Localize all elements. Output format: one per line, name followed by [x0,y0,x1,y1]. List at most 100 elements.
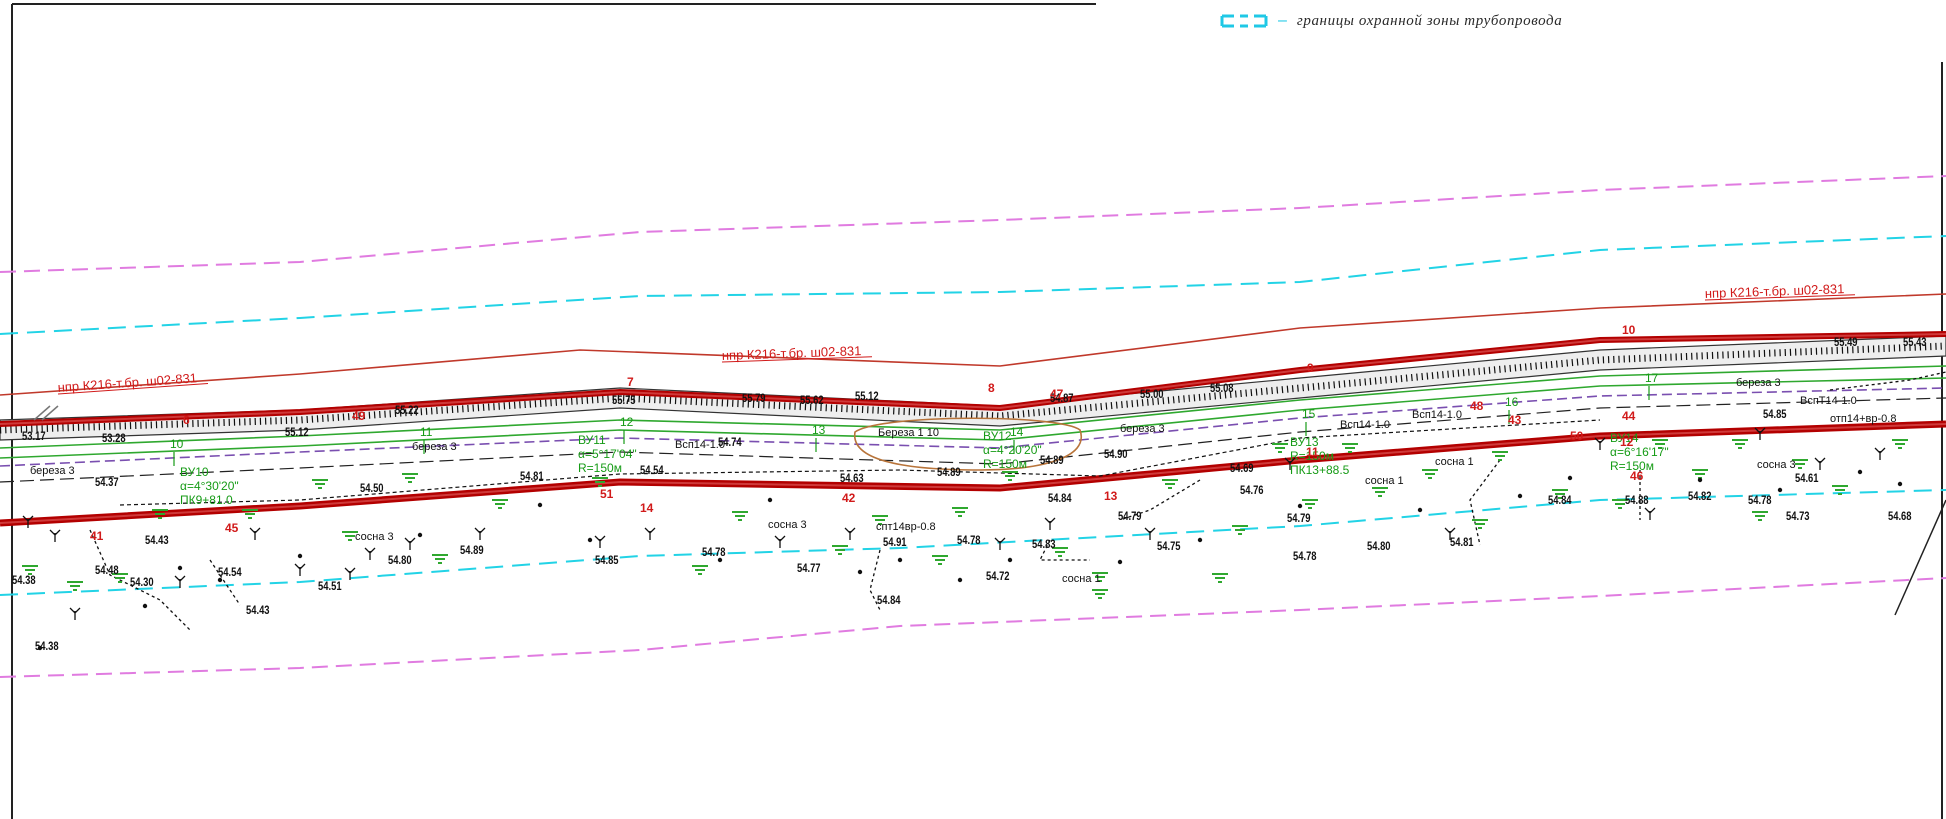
grass-mark [1472,519,1488,529]
grass-mark [67,581,83,591]
elevation-label: 54.82 [1688,490,1712,503]
tree-symbol [404,537,416,550]
grass-mark [872,515,888,525]
tree-symbol [844,527,856,540]
tree-symbol [1444,527,1456,540]
outer-zone-boundaries [0,175,1946,678]
red-point-label: 51 [600,487,614,501]
elevation-label: 54.85 [1763,408,1787,421]
tree-symbol [474,527,486,540]
grass-mark [932,555,948,565]
vegetation-label: береза 3 [412,441,457,453]
tree-symbol [69,607,81,620]
grass-mark [1002,471,1018,481]
elevation-label: 54.68 [1888,510,1912,523]
tree-symbol [1044,517,1056,530]
elevation-label: 54.38 [12,574,36,587]
elevation-label: 54.48 [95,564,119,577]
elevation-label: 54.78 [1748,494,1772,507]
survey-point-dot [1897,481,1903,487]
elevation-label: 55.49 [1834,336,1858,349]
grass-mark [952,507,968,517]
survey-point-dot [1007,557,1013,563]
elevation-label: 54.54 [218,566,242,579]
picket-label: ВспТ14-1.0 [1800,395,1857,407]
elevation-label: 54.77 [797,562,821,575]
elevation-label: 54.79 [1118,510,1142,523]
elevation-label: 55.08 [1210,382,1234,395]
elevation-label: 54.37 [95,476,119,489]
curve-labels: ВУ10α=4°30'20"ПК9+81.0ВУ11α=5°17'04"R=15… [180,429,1669,507]
red-point-label: 12 [1620,435,1634,449]
grass-mark [1212,573,1228,583]
legend-label: границы охранной зоны трубопровода [1296,12,1563,29]
red-point-label: 49 [352,409,366,423]
survey-point-dot [177,565,183,571]
red-point-label: 14 [640,501,654,515]
tree-symbol [1284,457,1296,470]
elevation-label: 54.89 [460,544,484,557]
red-point-label: 6 [183,413,190,427]
grass-mark [732,511,748,521]
grass-mark [692,565,708,575]
grass-mark [1302,499,1318,509]
grass-mark [112,573,128,583]
grass-mark [1162,479,1178,489]
legend-dash: – [1278,12,1287,29]
elevation-label: 55.79 [742,392,766,405]
grass-mark [1092,572,1108,582]
grass-mark [1342,443,1358,453]
grass-mark [1692,469,1708,479]
vegetation-marks [22,439,1908,599]
green-boundary-lines [0,365,1946,459]
tree-symbol [1814,457,1826,470]
red-point-label: 13 [1104,489,1118,503]
curve-angle-label: α=5°17'04" [578,447,637,461]
grass-mark [1652,439,1668,449]
elevation-label: 54.43 [145,534,169,547]
secondary-lines [0,387,1946,506]
survey-point-dot [957,577,963,583]
elevation-label: 55.43 [1903,336,1927,349]
vegetation-label: сосна 1 [1435,456,1474,468]
vegetation-label: сосна 1 [1062,573,1101,585]
red-point-label: 48 [1470,399,1484,413]
red-point-label: 8 [988,381,995,395]
survey-point-dot [717,557,723,563]
elevation-label: 54.43 [246,604,270,617]
elevation-label: 54.79 [1287,512,1311,525]
survey-point-dot [857,569,863,575]
grass-mark [432,554,448,564]
red-point-label: 45 [225,521,239,535]
tree-symbol [1644,507,1656,520]
elevation-label: 54.91 [883,536,907,549]
elevation-label: 55.22 [395,404,419,417]
elevation-label: 54.61 [1795,472,1819,485]
elevation-label: 54.74 [718,436,742,449]
pipelines-heavy [0,331,1946,527]
grass-mark [1272,443,1288,453]
picket-label: Всп14-1.0 [1340,419,1390,431]
elevation-label: 55.12 [855,390,879,403]
red-point-label: 41 [90,529,104,543]
elevation-label: 54.90 [1104,448,1128,461]
vegetation-label: береза 3 [1120,423,1165,435]
survey-point-dot [417,532,423,538]
survey-point-dot [217,577,223,583]
grass-mark [312,479,328,489]
elevation-label: 54.89 [937,466,961,479]
red-point-label: 44 [1622,409,1636,423]
elevation-label: 54.87 [1050,392,1074,405]
pipeline-label-underline [1704,294,1856,301]
elevation-label: 54.80 [388,554,412,567]
picket-labels: Всп14-1.0Всп14-1.0Всп14-1.0ВспТ14-1.0отп… [675,395,1896,533]
vegetation-label: береза 3 [30,465,75,477]
protected-zone-boundaries [0,235,1946,596]
elevation-label: 54.78 [957,534,981,547]
tree-symbol [1594,437,1606,450]
